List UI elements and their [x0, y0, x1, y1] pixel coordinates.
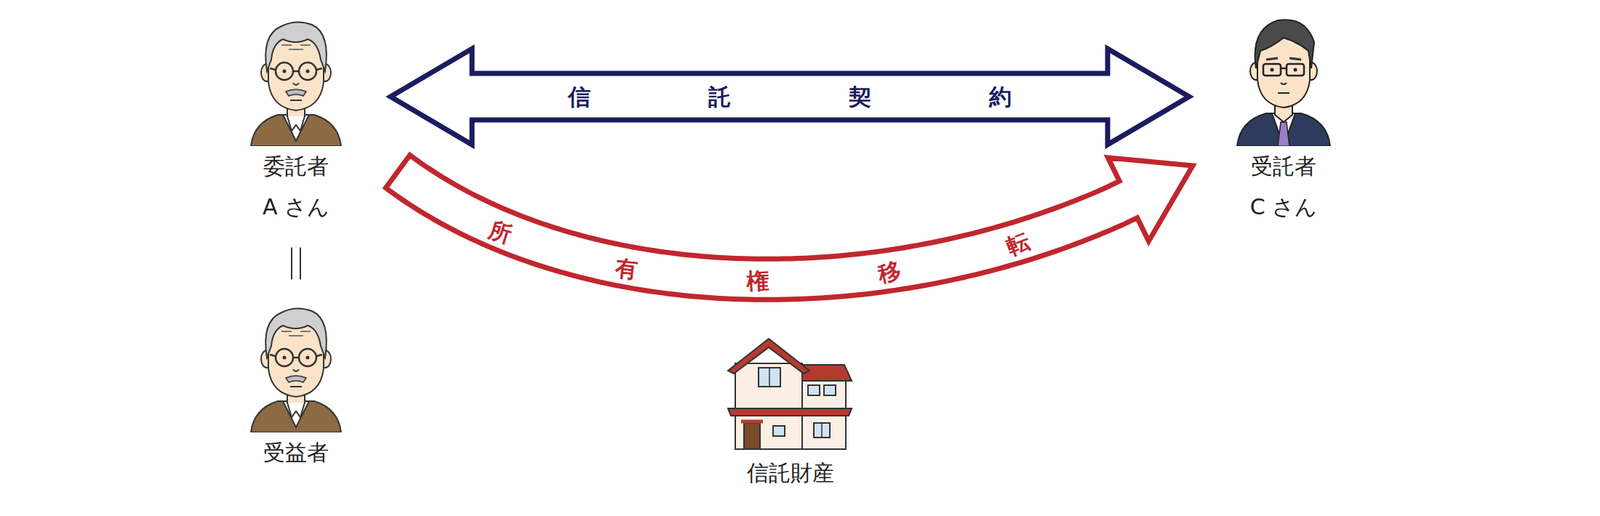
- beneficiary-node: 受益者: [234, 299, 358, 474]
- arrow-outline: [390, 48, 1190, 145]
- edge-label: 所有権移転: [485, 189, 1136, 296]
- edge-label-text: 所有権移転: [485, 189, 1136, 296]
- elder-figure: [245, 299, 347, 433]
- settlor-node: 委託者A さん: [234, 13, 358, 228]
- house-illustration: [725, 333, 856, 454]
- node-label: 受益者: [263, 432, 329, 474]
- equal-line: [290, 248, 293, 280]
- trust-property-node: 信託財産: [710, 333, 871, 494]
- equality-mark: [291, 248, 301, 280]
- arrow-outline: [385, 155, 1193, 301]
- equal-line: [299, 248, 302, 280]
- node-label: 委託者: [263, 146, 329, 187]
- elder-figure: [245, 13, 347, 147]
- node-label: A さん: [262, 186, 330, 228]
- node-label: 受託者: [1250, 146, 1317, 187]
- node-label: 信託財産: [746, 453, 835, 494]
- ownership-transfer-arrow: 所有権移転: [385, 155, 1193, 301]
- trustee-node: 受託者C さん: [1221, 13, 1346, 228]
- trustee-figure: [1232, 13, 1335, 147]
- node-label: C さん: [1250, 186, 1318, 228]
- contract-arrow: [390, 48, 1190, 145]
- edge-label: 信託契約: [450, 82, 1130, 112]
